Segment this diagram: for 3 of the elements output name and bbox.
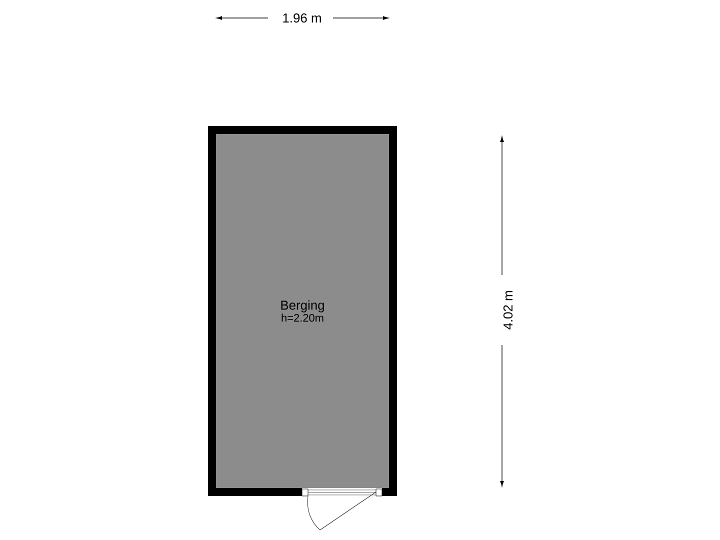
room-floor: Berging h=2.20m [208, 126, 397, 496]
dimension-label: 1.96 m [283, 13, 321, 23]
dimension-label: 4.02 m [503, 291, 513, 330]
